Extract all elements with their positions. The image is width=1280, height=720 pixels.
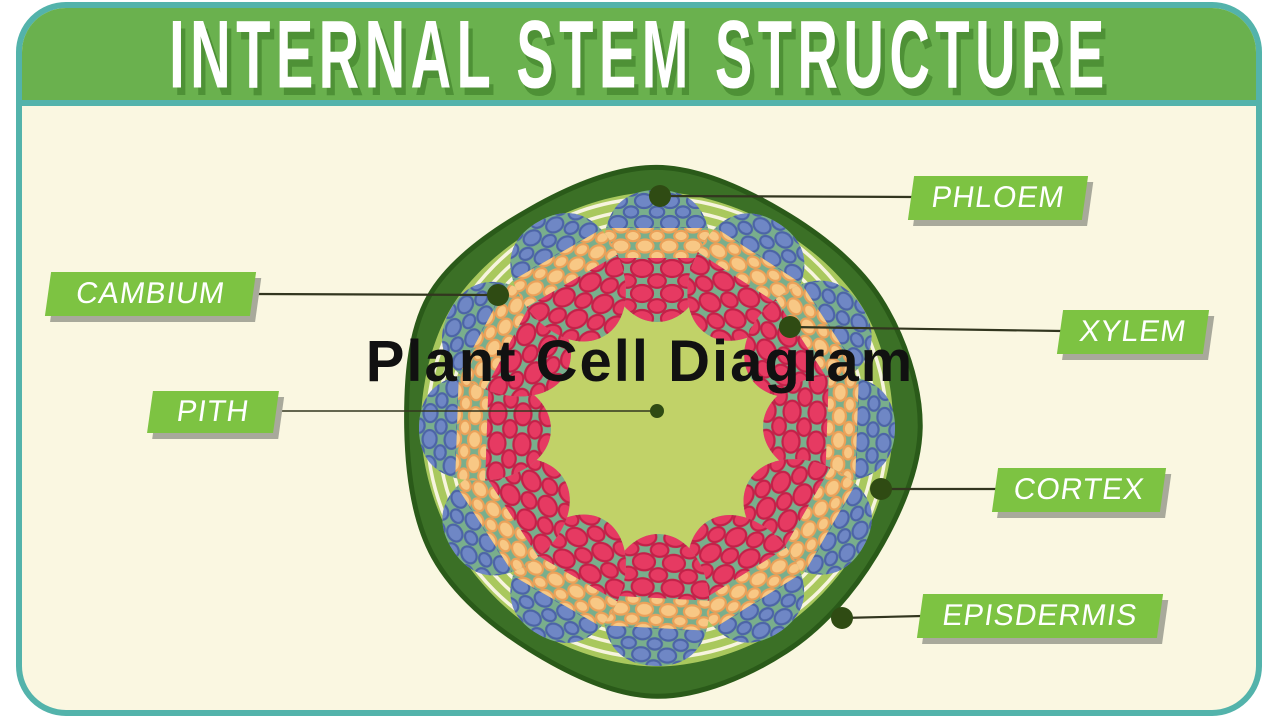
vascular-bundle bbox=[761, 372, 897, 484]
pointer-dot-cambium bbox=[487, 284, 509, 306]
phloem-cells bbox=[423, 484, 514, 595]
overlay-title: Plant Cell Diagram bbox=[365, 329, 915, 394]
cambium-cells bbox=[511, 228, 618, 308]
label-cortex: CORTEX bbox=[991, 468, 1167, 512]
cambium-cells bbox=[696, 547, 803, 629]
cambium-cells bbox=[777, 467, 857, 574]
label-cambium: CAMBIUM bbox=[44, 272, 257, 316]
pointer-dot-cortex bbox=[870, 478, 892, 500]
label-phloem: PHLOEM bbox=[907, 176, 1089, 220]
header-banner: INTERNAL STEM STRUCTURE bbox=[22, 8, 1256, 109]
phloem-cells bbox=[803, 482, 890, 593]
phloem-cells bbox=[855, 376, 897, 484]
phloem-cells bbox=[492, 195, 603, 282]
phloem-cells bbox=[713, 194, 824, 285]
vascular-bundle bbox=[600, 531, 714, 669]
cambium-cells bbox=[825, 374, 859, 482]
xylem-cells bbox=[761, 372, 829, 481]
phloem-cells bbox=[424, 264, 509, 376]
cambium-cells bbox=[604, 228, 710, 258]
leader-line-phloem bbox=[659, 194, 914, 199]
phloem-cells bbox=[800, 261, 891, 372]
phloem-cells bbox=[417, 372, 459, 480]
page-title: INTERNAL STEM STRUCTURE bbox=[168, 2, 1110, 110]
pointer-dot-episdermis bbox=[831, 607, 853, 629]
vascular-bundle bbox=[492, 195, 650, 363]
cambium-cells bbox=[697, 226, 803, 310]
leader-line-cambium bbox=[255, 292, 499, 297]
xylem-cells bbox=[485, 375, 553, 484]
pointer-dot-pith bbox=[650, 404, 664, 418]
vascular-bundle bbox=[417, 372, 553, 484]
leader-line-episdermis bbox=[841, 614, 923, 620]
pointer-dot-phloem bbox=[649, 185, 671, 207]
pointer-dot-xylem bbox=[779, 316, 801, 338]
phloem-cells bbox=[600, 625, 709, 669]
label-pith: PITH bbox=[147, 391, 279, 433]
cambium-cells bbox=[455, 374, 489, 482]
cambium-cells bbox=[775, 282, 859, 388]
xylem-cells bbox=[604, 531, 714, 601]
stem-pith bbox=[493, 264, 821, 592]
phloem-cells bbox=[492, 574, 603, 661]
leader-line-xylem bbox=[789, 325, 1063, 333]
phloem-cells bbox=[712, 572, 823, 662]
label-episdermis: EPISDERMIS bbox=[916, 594, 1164, 638]
cambium-cells bbox=[458, 282, 535, 390]
cambium-cells bbox=[511, 548, 618, 628]
cambium-cells bbox=[602, 595, 711, 631]
cambium-cells bbox=[455, 468, 539, 574]
